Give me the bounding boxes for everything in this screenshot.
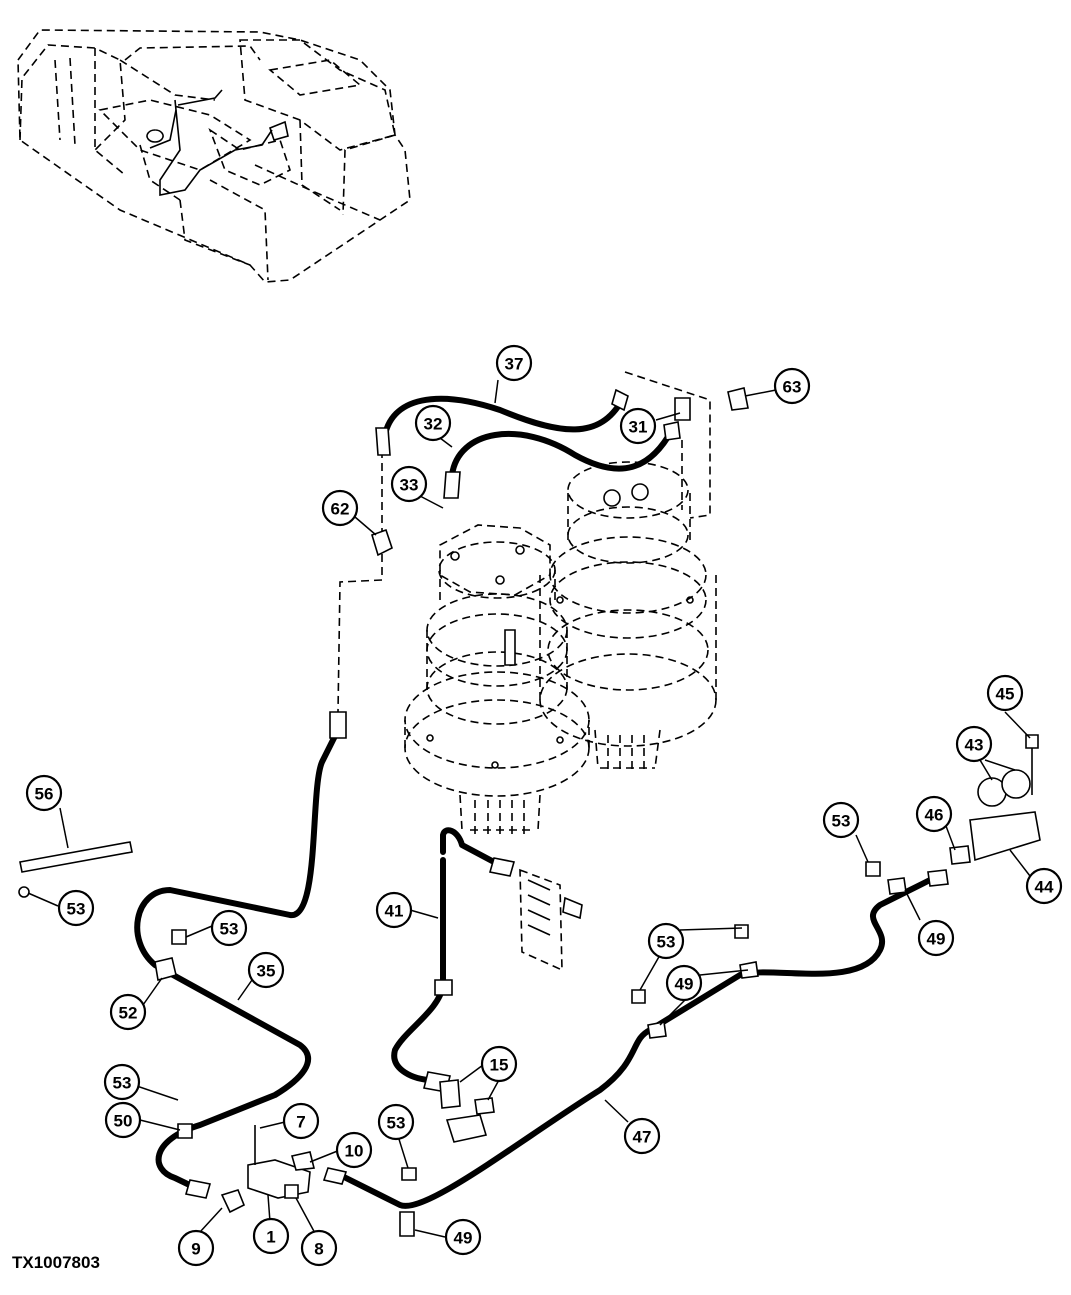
svg-text:49: 49: [675, 975, 694, 994]
callout-53-bottom: 53: [377, 1103, 415, 1141]
svg-text:53: 53: [387, 1114, 406, 1133]
svg-text:41: 41: [385, 902, 404, 921]
fittings: [18, 387, 1041, 1237]
svg-text:46: 46: [925, 806, 944, 825]
svg-text:43: 43: [965, 736, 984, 755]
svg-text:32: 32: [424, 415, 443, 434]
svg-text:63: 63: [783, 378, 802, 397]
callout-45: 45: [986, 674, 1024, 712]
callout-31: 31: [619, 407, 657, 445]
callout-9: 9: [177, 1229, 215, 1267]
callout-46: 46: [915, 795, 953, 833]
callout-10: 10: [335, 1131, 373, 1169]
svg-text:10: 10: [345, 1142, 364, 1161]
callout-49-bottom: 49: [444, 1218, 482, 1256]
callout-1: 1: [252, 1217, 290, 1255]
callout-53-lower-left: 53: [103, 1063, 141, 1101]
svg-text:37: 37: [505, 355, 524, 374]
callout-49-right: 49: [917, 919, 955, 957]
svg-text:53: 53: [657, 933, 676, 952]
svg-text:44: 44: [1035, 878, 1054, 897]
callout-50: 50: [104, 1101, 142, 1139]
svg-text:50: 50: [114, 1112, 133, 1131]
hose-35: [134, 711, 347, 1199]
callout-53-right: 53: [822, 801, 860, 839]
svg-text:52: 52: [119, 1004, 138, 1023]
callout-53-center: 53: [647, 922, 685, 960]
callout-44: 44: [1025, 867, 1063, 905]
machine-overview-illustration: [17, 29, 411, 283]
callout-41: 41: [375, 891, 413, 929]
callout-37: 37: [495, 344, 533, 382]
svg-text:47: 47: [633, 1128, 652, 1147]
svg-text:45: 45: [996, 685, 1015, 704]
hose-41: [391, 827, 583, 1093]
hose-37: [375, 388, 629, 456]
callout-56: 56: [25, 774, 63, 812]
callout-7: 7: [282, 1102, 320, 1140]
swing-motor-left: [404, 524, 590, 835]
callout-32: 32: [414, 404, 452, 442]
svg-text:53: 53: [832, 812, 851, 831]
svg-text:33: 33: [400, 476, 419, 495]
svg-text:35: 35: [257, 962, 276, 981]
svg-text:62: 62: [331, 500, 350, 519]
svg-text:9: 9: [191, 1240, 200, 1259]
callout-35: 35: [247, 951, 285, 989]
hose-47: [322, 869, 949, 1209]
svg-text:56: 56: [35, 785, 54, 804]
callout-47: 47: [623, 1117, 661, 1155]
callout-52: 52: [109, 993, 147, 1031]
alignment-lines: [337, 371, 711, 713]
figure-id-label: TX1007803: [12, 1253, 100, 1272]
callout-62: 62: [321, 489, 359, 527]
svg-text:53: 53: [113, 1074, 132, 1093]
callout-49-center: 49: [665, 964, 703, 1002]
callout-33: 33: [390, 465, 428, 503]
svg-text:31: 31: [629, 418, 648, 437]
callout-15: 15: [480, 1045, 518, 1083]
svg-text:49: 49: [454, 1229, 473, 1248]
callout-43: 43: [955, 725, 993, 763]
svg-text:53: 53: [220, 920, 239, 939]
svg-text:8: 8: [314, 1240, 323, 1259]
svg-text:1: 1: [266, 1228, 275, 1247]
callout-8: 8: [300, 1229, 338, 1267]
svg-text:15: 15: [490, 1056, 509, 1075]
swing-motor-right: [539, 461, 717, 770]
svg-text:53: 53: [67, 900, 86, 919]
leader-lines: [27, 379, 1031, 1238]
svg-text:7: 7: [296, 1113, 305, 1132]
callout-53-left-top: 53: [57, 889, 95, 927]
hose-32: [443, 421, 681, 499]
callout-63: 63: [773, 367, 811, 405]
svg-text:49: 49: [927, 930, 946, 949]
callout-53-mid-left: 53: [210, 909, 248, 947]
